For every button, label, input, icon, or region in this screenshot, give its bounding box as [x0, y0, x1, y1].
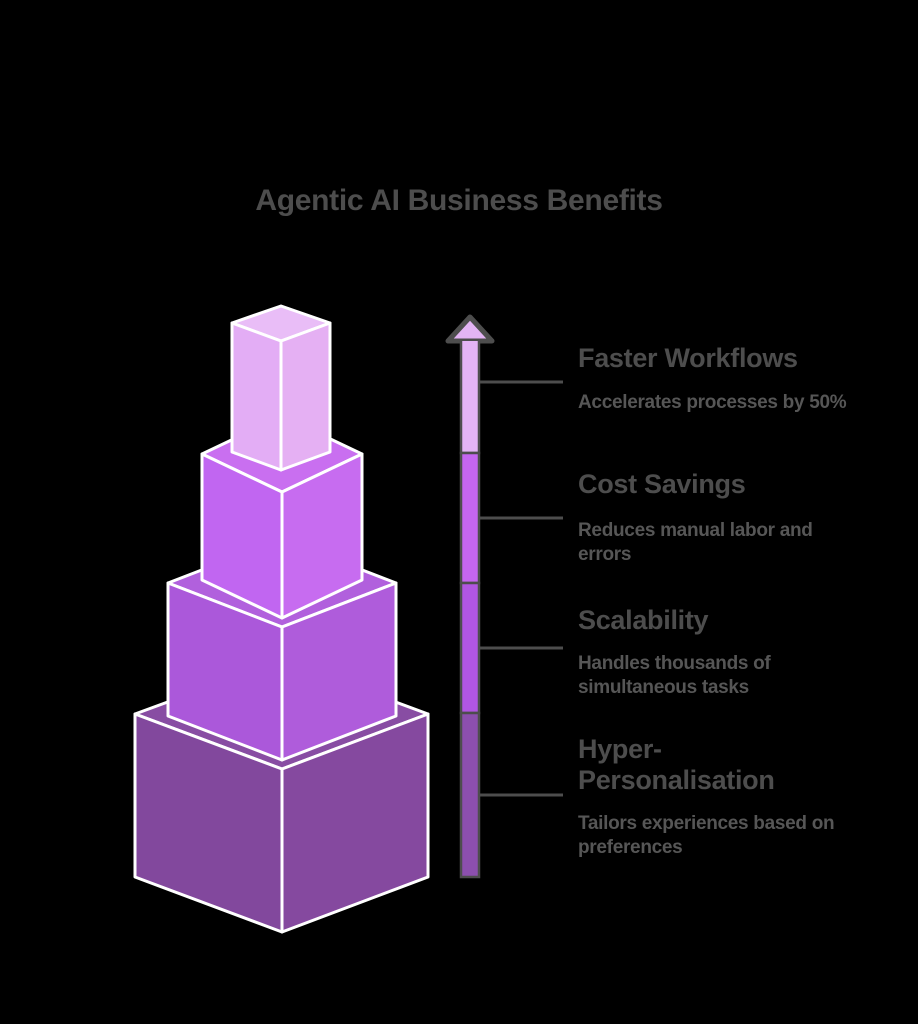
- benefit-heading-cost-savings: Cost Savings: [578, 469, 746, 499]
- pyramid-level-3-right-face: [280, 581, 398, 762]
- tick-connectors: [479, 380, 563, 797]
- pyramid-level-2-right-face: [280, 452, 364, 620]
- benefit-heading-hyper-personalisation: Hyper-Personalisation: [578, 734, 775, 795]
- arrow-segment-3: [459, 581, 481, 715]
- benefit-description-hyper-personalisation: Tailors experiences based on preferences: [578, 813, 835, 858]
- arrow-segment-4: [459, 711, 481, 879]
- benefit-description-scalability: Handles thousands of simultaneous tasks: [578, 653, 771, 698]
- pyramid-level-2-box: [200, 414, 364, 620]
- arrow-segment-2: [459, 451, 481, 585]
- arrow-head-icon: [445, 314, 495, 344]
- scale-arrow: [445, 314, 495, 879]
- pyramid-level-1-left-face: [230, 321, 283, 472]
- pyramid-level-1-box: [230, 304, 332, 472]
- benefit-description-cost-savings: Reduces manual labor and errors: [578, 520, 813, 565]
- benefit-heading-scalability: Scalability: [578, 605, 709, 635]
- pyramid-level-1-right-face: [279, 321, 332, 472]
- benefit-description-faster-workflows: Accelerates processes by 50%: [578, 392, 847, 413]
- arrow-segment-1: [459, 341, 481, 455]
- benefit-heading-faster-workflows: Faster Workflows: [578, 343, 798, 373]
- pyramid-level-4-right-face: [280, 712, 430, 934]
- page-title: Agentic AI Business Benefits: [255, 184, 663, 217]
